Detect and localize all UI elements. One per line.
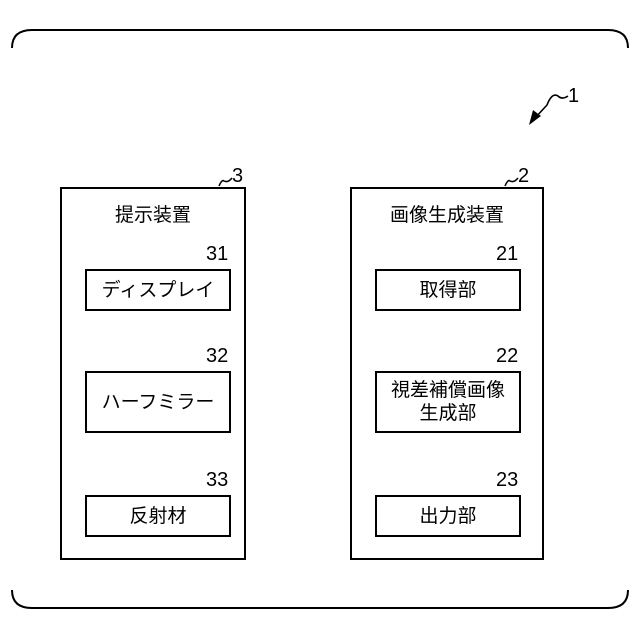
parallax-compensation-unit-box: 視差補償画像 生成部 (375, 371, 521, 433)
system-ref-arrowhead (529, 110, 541, 125)
display-box: ディスプレイ (85, 269, 231, 311)
half-mirror-ref: 32 (206, 346, 228, 366)
display-ref: 31 (206, 244, 228, 264)
image-generation-device-title: 画像生成装置 (350, 200, 544, 227)
half-mirror-box: ハーフミラー (85, 371, 231, 433)
acquisition-unit-ref: 21 (496, 244, 518, 264)
leader-3 (219, 178, 232, 186)
system-frame-top (12, 30, 628, 48)
reflector-ref: 33 (206, 470, 228, 490)
output-unit-ref: 23 (496, 470, 518, 490)
system-ref-number: 1 (568, 86, 579, 106)
parallax-compensation-unit-ref: 22 (496, 346, 518, 366)
reflector-box: 反射材 (85, 495, 231, 537)
acquisition-unit-box: 取得部 (375, 269, 521, 311)
system-frame-bottom (12, 590, 628, 608)
leader-2 (505, 178, 518, 186)
image-generation-device-ref: 2 (518, 166, 529, 186)
output-unit-box: 出力部 (375, 495, 521, 537)
presentation-device-title: 提示装置 (60, 200, 246, 227)
presentation-device-ref: 3 (232, 166, 243, 186)
system-ref-leader (535, 95, 568, 118)
